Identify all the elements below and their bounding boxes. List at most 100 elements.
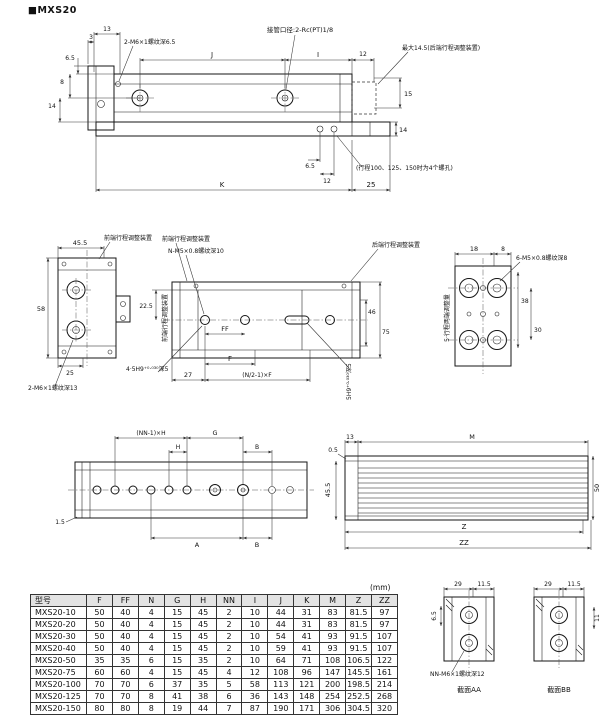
cell: 10: [241, 618, 269, 631]
cell: 45: [189, 630, 217, 643]
cell: 64: [267, 654, 295, 667]
cell: 50: [86, 630, 113, 643]
cell: 108: [267, 666, 295, 679]
cell: 35: [86, 654, 113, 667]
cell: 44: [189, 702, 217, 715]
note-thread-m5: N-M5×0.8螺纹深10: [168, 247, 224, 255]
cell: 10: [241, 630, 269, 643]
model-cell: MXS20-10: [30, 606, 87, 619]
cell: 15: [163, 606, 191, 619]
cell: 93: [319, 642, 347, 655]
model-cell: MXS20-50: [30, 654, 87, 667]
column-header: G: [163, 594, 191, 607]
dim-label-6-5-left: 6.5: [65, 55, 75, 62]
dim-label-6-5: 6.5: [431, 611, 438, 621]
note-thread-m6-nn: NN-M6×1螺纹深12: [430, 670, 485, 678]
note-stroke-holes: (行程100、125、150时为4个螺孔): [356, 164, 453, 172]
page-title: ■MXS20: [28, 5, 77, 16]
bottom-view: (NN-1)×H G H B A B 1.5: [55, 429, 314, 549]
cell: 304.5: [345, 702, 372, 715]
cell: 96: [293, 666, 321, 679]
cell: 45: [189, 618, 217, 631]
dim-label-12-top: 12: [359, 51, 367, 58]
cell: 87: [241, 702, 269, 715]
cell: 40: [111, 642, 139, 655]
cell: 70: [111, 690, 139, 703]
cell: 70: [111, 678, 139, 691]
column-header: FF: [111, 594, 139, 607]
cell: 81.5: [345, 606, 372, 619]
table-row: MXS20-20 50 40 4 15 45 2 10 44 31 83 81.…: [30, 618, 399, 631]
dim-label-m: M: [469, 433, 475, 441]
cell: 4: [137, 618, 165, 631]
cell: 31: [293, 618, 321, 631]
cell: 2: [215, 606, 243, 619]
cell: 113: [267, 678, 295, 691]
cell: 10: [241, 642, 269, 655]
cell: 97: [370, 618, 399, 631]
model-cell: MXS20-30: [30, 630, 87, 643]
dim-label-22-5: 22.5: [139, 303, 153, 310]
cell: 161: [370, 666, 399, 679]
table-row: MXS20-100 70 70 6 37 35 5 58 113 121 200…: [30, 678, 399, 691]
dim-label-11: 11: [594, 614, 601, 622]
dim-label-g: G: [212, 429, 217, 437]
cell: 106.5: [345, 654, 372, 667]
table-row: MXS20-10 50 40 4 15 45 2 10 44 31 83 81.…: [30, 606, 399, 619]
cell: 37: [163, 678, 191, 691]
cell: 190: [267, 702, 295, 715]
cell: 4: [137, 642, 165, 655]
dim-label-45-5: 45.5: [324, 483, 332, 497]
top-side-view: 3 13 2-M6×1螺纹深6.5 接管口径:2-Rc(PT)1/8 最大14.…: [48, 25, 480, 192]
cell: 147: [319, 666, 347, 679]
cell: 50: [86, 642, 113, 655]
column-header: Z: [345, 594, 372, 607]
cell: 40: [111, 630, 139, 643]
dim-label-z: Z: [462, 523, 467, 531]
dim-label-h: H: [176, 444, 181, 451]
dim-label-1-5: 1.5: [55, 519, 65, 526]
dimension-table: 型号 F FF N G H NN I J K M Z ZZ MXS20-10: [30, 594, 399, 715]
cell: 45: [189, 642, 217, 655]
cell: 6: [215, 690, 243, 703]
table-row: MXS20-30 50 40 4 15 45 2 10 54 41 93 91.…: [30, 630, 399, 643]
cell: 4: [215, 666, 243, 679]
dim-label-k: K: [220, 181, 225, 189]
table-row: MXS20-125 70 70 8 41 38 6 36 143 148 254…: [30, 690, 399, 703]
dim-label-3: 3: [89, 34, 93, 41]
model-cell: MXS20-100: [30, 678, 87, 691]
cell: 41: [293, 642, 321, 655]
dim-label-nn-h: (NN-1)×H: [136, 430, 165, 437]
cell: 171: [293, 702, 321, 715]
cell: 80: [86, 702, 113, 715]
dim-label-27: 27: [184, 371, 192, 379]
column-header: K: [293, 594, 321, 607]
dim-label-6-5-bottom: 6.5: [305, 163, 315, 170]
cell: 70: [86, 678, 113, 691]
dim-label-30: 30: [534, 327, 542, 334]
dim-label-i: I: [317, 51, 319, 59]
cell: 8: [137, 702, 165, 715]
dim-label-a: A: [195, 541, 200, 549]
dim-label-38: 38: [521, 298, 529, 305]
cell: 15: [163, 630, 191, 643]
model-cell: MXS20-40: [30, 642, 87, 655]
cell: 5: [215, 678, 243, 691]
cell: 107: [370, 630, 399, 643]
cell: 54: [267, 630, 295, 643]
cell: 81.5: [345, 618, 372, 631]
cell: 31: [293, 606, 321, 619]
cell: 45: [189, 606, 217, 619]
cell: 4: [137, 630, 165, 643]
cell: 2: [215, 630, 243, 643]
cell: 7: [215, 702, 243, 715]
note-thread-m6: 2-M6×1螺纹深6.5: [124, 38, 176, 46]
front-adjuster-label: 前端行程调整装置: [104, 234, 152, 242]
right-end-view: 18 8 6-M5×0.8螺纹深8 38 30 5·行程两端调整量: [443, 245, 568, 374]
cell: 60: [111, 666, 139, 679]
cell: 38: [189, 690, 217, 703]
dim-label-46: 46: [368, 309, 376, 316]
dim-label-58: 58: [37, 305, 45, 313]
cell: 50: [86, 618, 113, 631]
cell: 4: [137, 666, 165, 679]
